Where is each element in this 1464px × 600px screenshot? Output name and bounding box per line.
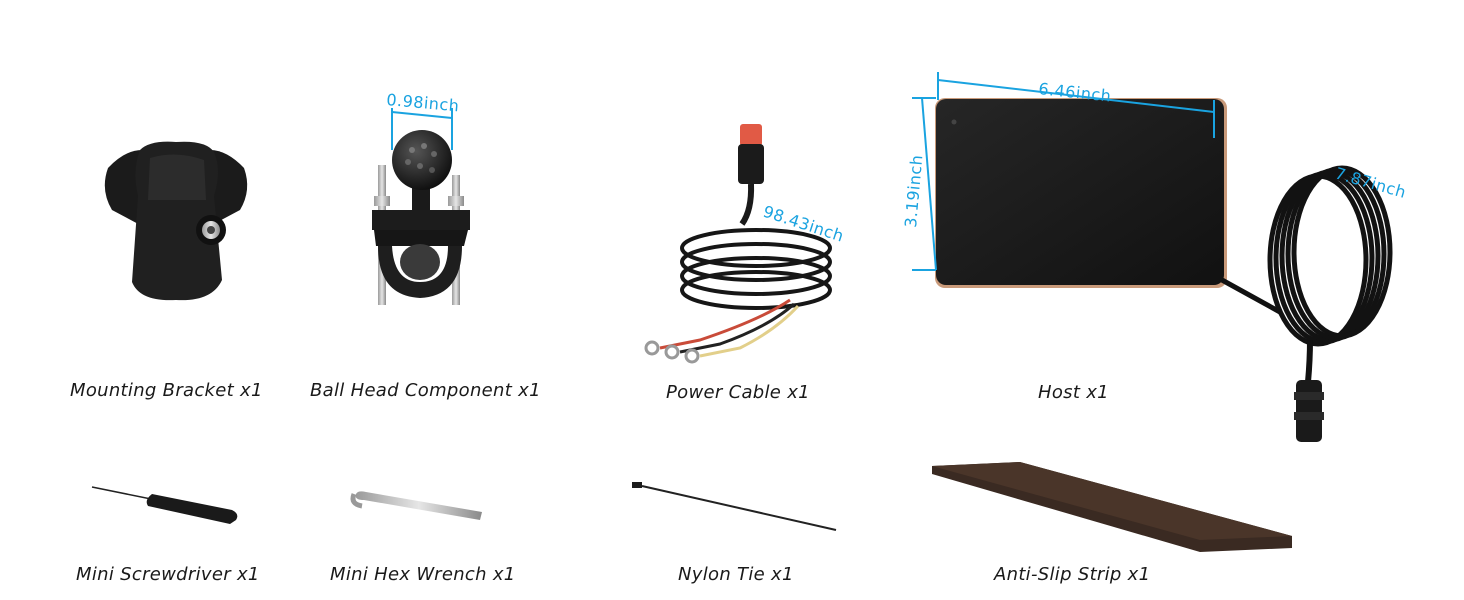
host-height-dimension: 3.19inch bbox=[901, 154, 926, 229]
host-image: 6.46inch 3.19inch 7.87inch bbox=[901, 72, 1408, 442]
power-cable-label: Power Cable x1 bbox=[666, 382, 810, 403]
anti-slip-strip-image bbox=[932, 462, 1292, 552]
mini-screwdriver-label: Mini Screwdriver x1 bbox=[76, 564, 260, 585]
mounting-bracket-image bbox=[104, 141, 248, 301]
nylon-tie-image bbox=[632, 482, 837, 531]
mini-screwdriver-image bbox=[91, 486, 238, 524]
power-cable-image: 98.43inch bbox=[644, 124, 847, 364]
mini-hex-wrench-label: Mini Hex Wrench x1 bbox=[330, 564, 516, 585]
cable-length-dimension: 98.43inch bbox=[761, 202, 847, 246]
host-label: Host x1 bbox=[1038, 382, 1109, 403]
nylon-tie-label: Nylon Tie x1 bbox=[678, 564, 794, 585]
ball-head-component-image: 0.98inch bbox=[372, 90, 470, 305]
ball-head-component-label: Ball Head Component x1 bbox=[310, 380, 541, 401]
mini-hex-wrench-image bbox=[350, 491, 482, 520]
mounting-bracket-label: Mounting Bracket x1 bbox=[70, 380, 263, 401]
anti-slip-strip-label: Anti-Slip Strip x1 bbox=[994, 564, 1151, 585]
